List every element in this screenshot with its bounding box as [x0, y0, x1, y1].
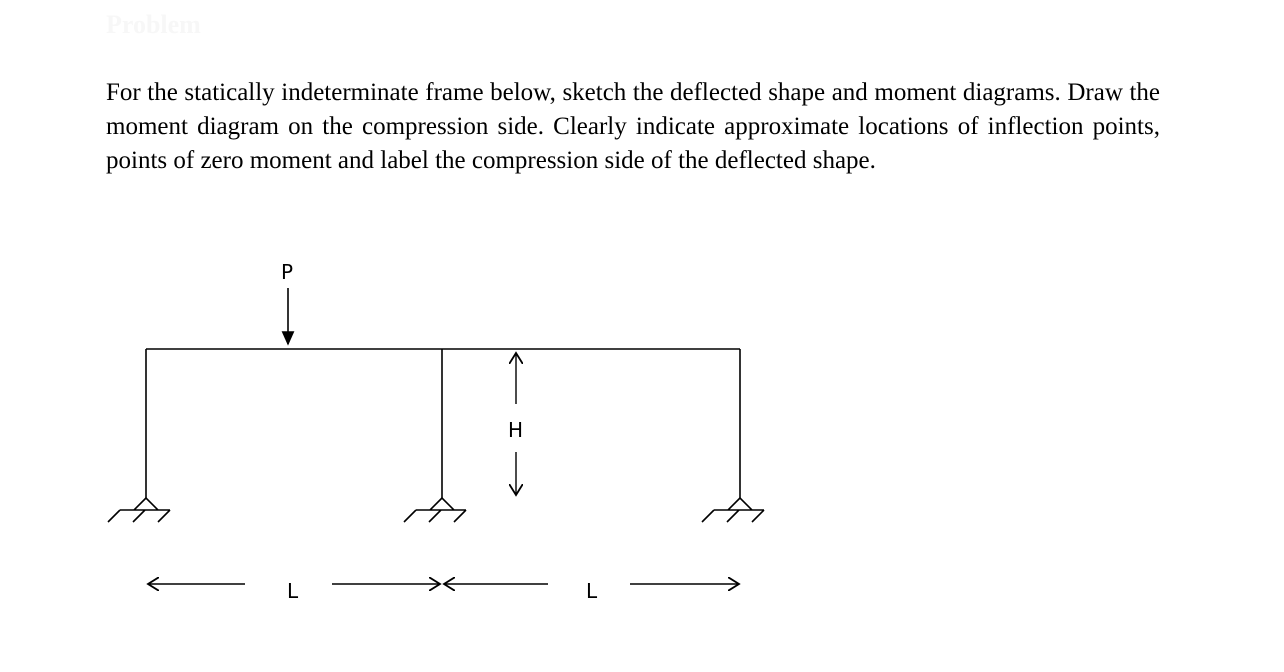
- load-label: P: [281, 260, 293, 284]
- span1-label: L: [287, 579, 299, 603]
- pin-support-icon: [403, 496, 467, 523]
- height-label: H: [508, 418, 523, 442]
- problem-heading: Problem: [106, 10, 201, 39]
- span2-label: L: [586, 579, 598, 603]
- problem-statement: For the statically indeterminate frame b…: [106, 79, 1160, 174]
- pin-support-icon: [701, 496, 765, 523]
- pin-support-icon: [107, 496, 171, 523]
